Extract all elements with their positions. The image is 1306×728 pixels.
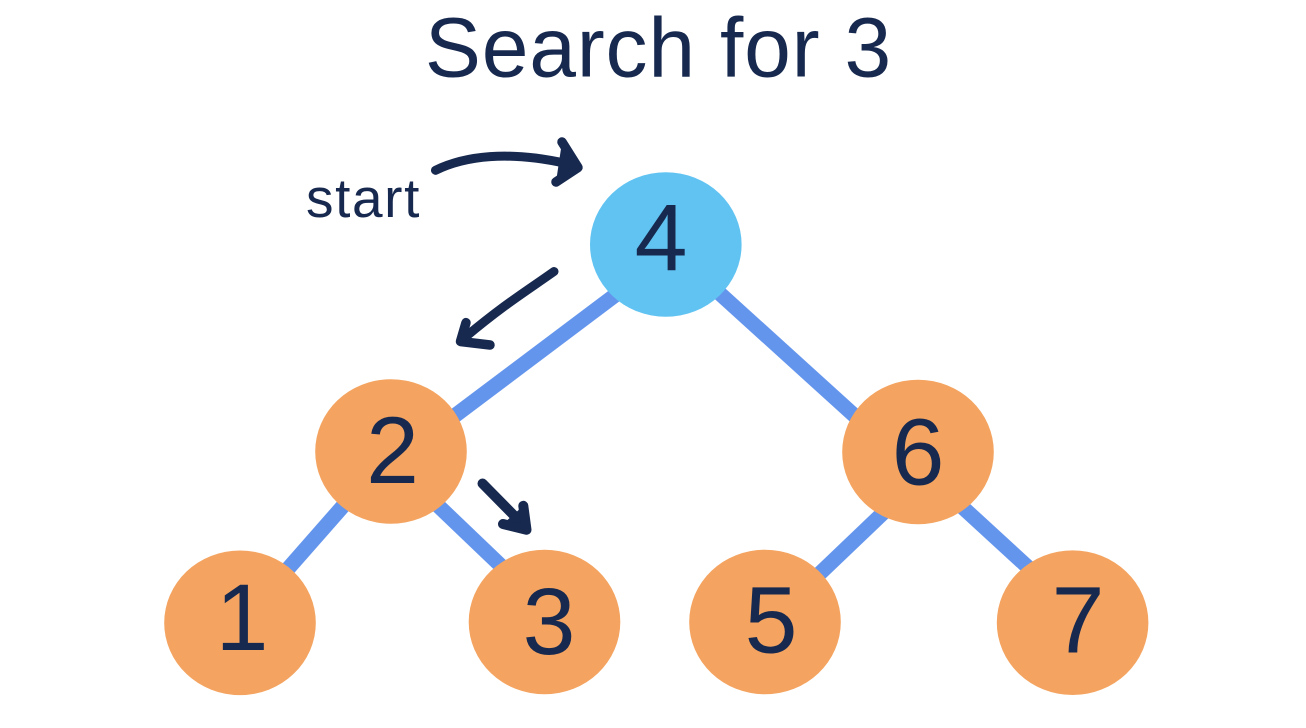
svg-text:Search for 3: Search for 3 [425,1,892,95]
svg-text:1: 1 [216,565,269,671]
svg-text:7: 7 [1052,568,1105,674]
svg-text:4: 4 [635,186,688,292]
svg-text:2: 2 [366,398,419,504]
svg-text:3: 3 [523,569,576,675]
svg-text:6: 6 [892,400,945,506]
svg-text:5: 5 [745,568,798,674]
svg-text:start: start [306,167,421,229]
